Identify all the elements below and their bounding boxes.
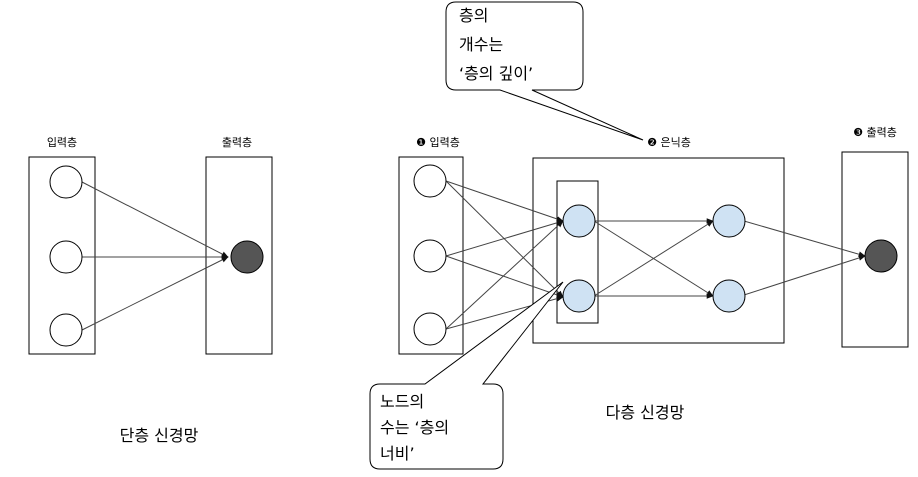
edge-in-h1 [445, 220, 564, 257]
single-edge-1 [81, 181, 229, 258]
multi-output-node [864, 239, 898, 273]
single-output-node [230, 240, 264, 274]
multi-output-label: ❸ 출력층 [853, 126, 897, 139]
single-edge-3 [81, 256, 229, 331]
multi-layer-network: ❶ 입력층 ❷ 은닉층 ❸ 출력층 다층 신경망 [398, 126, 909, 422]
hidden-node [712, 279, 746, 313]
depth-callout: 층의 개수는 ‘층의 깊이’ [445, 1, 644, 141]
single-layer-caption: 단층 신경망 [120, 426, 199, 445]
width-callout-bubble [369, 281, 564, 470]
single-layer-network: 입력층 출력층 단층 신경망 [28, 136, 273, 445]
single-output-label: 출력층 [222, 136, 252, 149]
hidden-layers-box [532, 157, 785, 344]
edge-h2-out [743, 255, 866, 296]
width-callout: 노드의 수는 ‘층의 너비’ [369, 281, 564, 470]
edge-in-h1 [445, 180, 564, 222]
hidden-layer-width-box [556, 180, 599, 324]
single-input-node [49, 313, 83, 347]
depth-callout-bubble [445, 1, 644, 141]
multi-input-node [413, 164, 447, 198]
hidden-node [562, 279, 596, 313]
hidden-node [562, 204, 596, 238]
width-callout-line: 수는 ‘층의 [380, 418, 449, 437]
multi-hidden-label: ❷ 은닉층 [647, 136, 691, 149]
single-input-node [49, 240, 83, 274]
edge-h1-h2 [593, 220, 714, 297]
edge-in-h1 [445, 255, 564, 298]
multi-input-node [413, 312, 447, 346]
single-input-label: 입력층 [47, 136, 77, 149]
single-output-layer-box [205, 156, 273, 355]
single-input-node [49, 165, 83, 199]
multi-layer-caption: 다층 신경망 [606, 403, 685, 422]
single-input-layer-box [28, 156, 96, 355]
depth-callout-line: 개수는 [459, 35, 503, 54]
multi-input-layer-box [398, 156, 464, 355]
width-callout-line: 노드의 [380, 392, 424, 411]
width-callout-line: 너비’ [380, 444, 415, 463]
multi-input-label: ❶ 입력층 [416, 136, 460, 149]
edge-h2-out [743, 220, 866, 257]
edge-in-h1 [445, 220, 564, 330]
depth-callout-line: 층의 [459, 6, 488, 25]
depth-callout-line: ‘층의 깊이’ [459, 64, 533, 83]
hidden-node [712, 204, 746, 238]
multi-input-node [413, 239, 447, 273]
